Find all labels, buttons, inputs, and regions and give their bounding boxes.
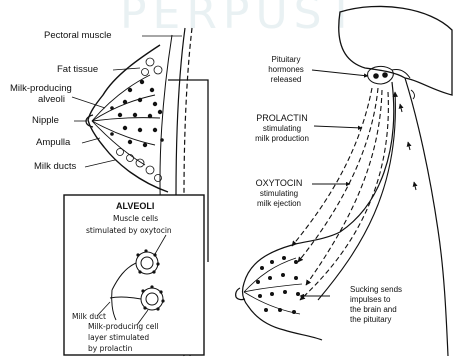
sucking-impulse-arrow: [318, 92, 395, 300]
inset-title: ALVEOLI: [116, 201, 154, 211]
inset-muscle-line1: Muscle cells: [113, 214, 158, 223]
inset-cell-line1: Milk-producing cell: [88, 322, 158, 331]
label-pituitary-line1: Pituitary: [258, 55, 314, 64]
label-oxytocin-line2: milk ejection: [246, 199, 312, 208]
oxytocin-arrow-1: [292, 88, 372, 246]
breast-outline: [88, 45, 168, 192]
label-sucking-line1: Sucking sends: [350, 285, 402, 294]
label-ampulla: Ampulla: [36, 138, 70, 148]
fat-lobules: [117, 58, 163, 182]
inset-muscle-line2: stimulated by oxytocin: [86, 226, 172, 235]
label-pectoral-muscle: Pectoral muscle: [44, 31, 112, 41]
label-alveoli-line1: Milk-producing: [10, 84, 72, 94]
alveoli-clusters: [110, 80, 164, 147]
label-pituitary-line3: released: [258, 75, 314, 84]
label-oxytocin-line1: stimulating: [246, 189, 312, 198]
inset-cell-line3: by prolactin: [88, 344, 132, 353]
label-prolactin-line2: milk production: [246, 134, 318, 143]
label-pituitary-line2: hormones: [258, 65, 314, 74]
nerve-arrows: [318, 92, 395, 300]
nerve-arrow-heads: [400, 104, 416, 190]
label-prolactin-title: PROLACTIN: [250, 113, 314, 123]
label-alveoli-line2: alveoli: [38, 95, 65, 105]
label-sucking-line3: the brain and: [350, 305, 397, 314]
inset-cell-line2: layer stimulated: [88, 333, 149, 342]
label-milk-ducts: Milk ducts: [34, 162, 76, 172]
label-fat-tissue: Fat tissue: [57, 65, 98, 75]
label-oxytocin-title: OXYTOCIN: [246, 178, 312, 188]
brain-outline: [339, 6, 452, 95]
label-sucking-line2: impulses to: [350, 295, 390, 304]
inset-milk-duct: Milk duct: [72, 312, 106, 321]
label-sucking-line4: the pituitary: [350, 315, 391, 324]
label-prolactin-line1: stimulating: [250, 124, 314, 133]
label-nipple: Nipple: [32, 116, 59, 126]
prolactin-arrow-2: [306, 90, 382, 285]
milk-ducts: [92, 75, 160, 165]
